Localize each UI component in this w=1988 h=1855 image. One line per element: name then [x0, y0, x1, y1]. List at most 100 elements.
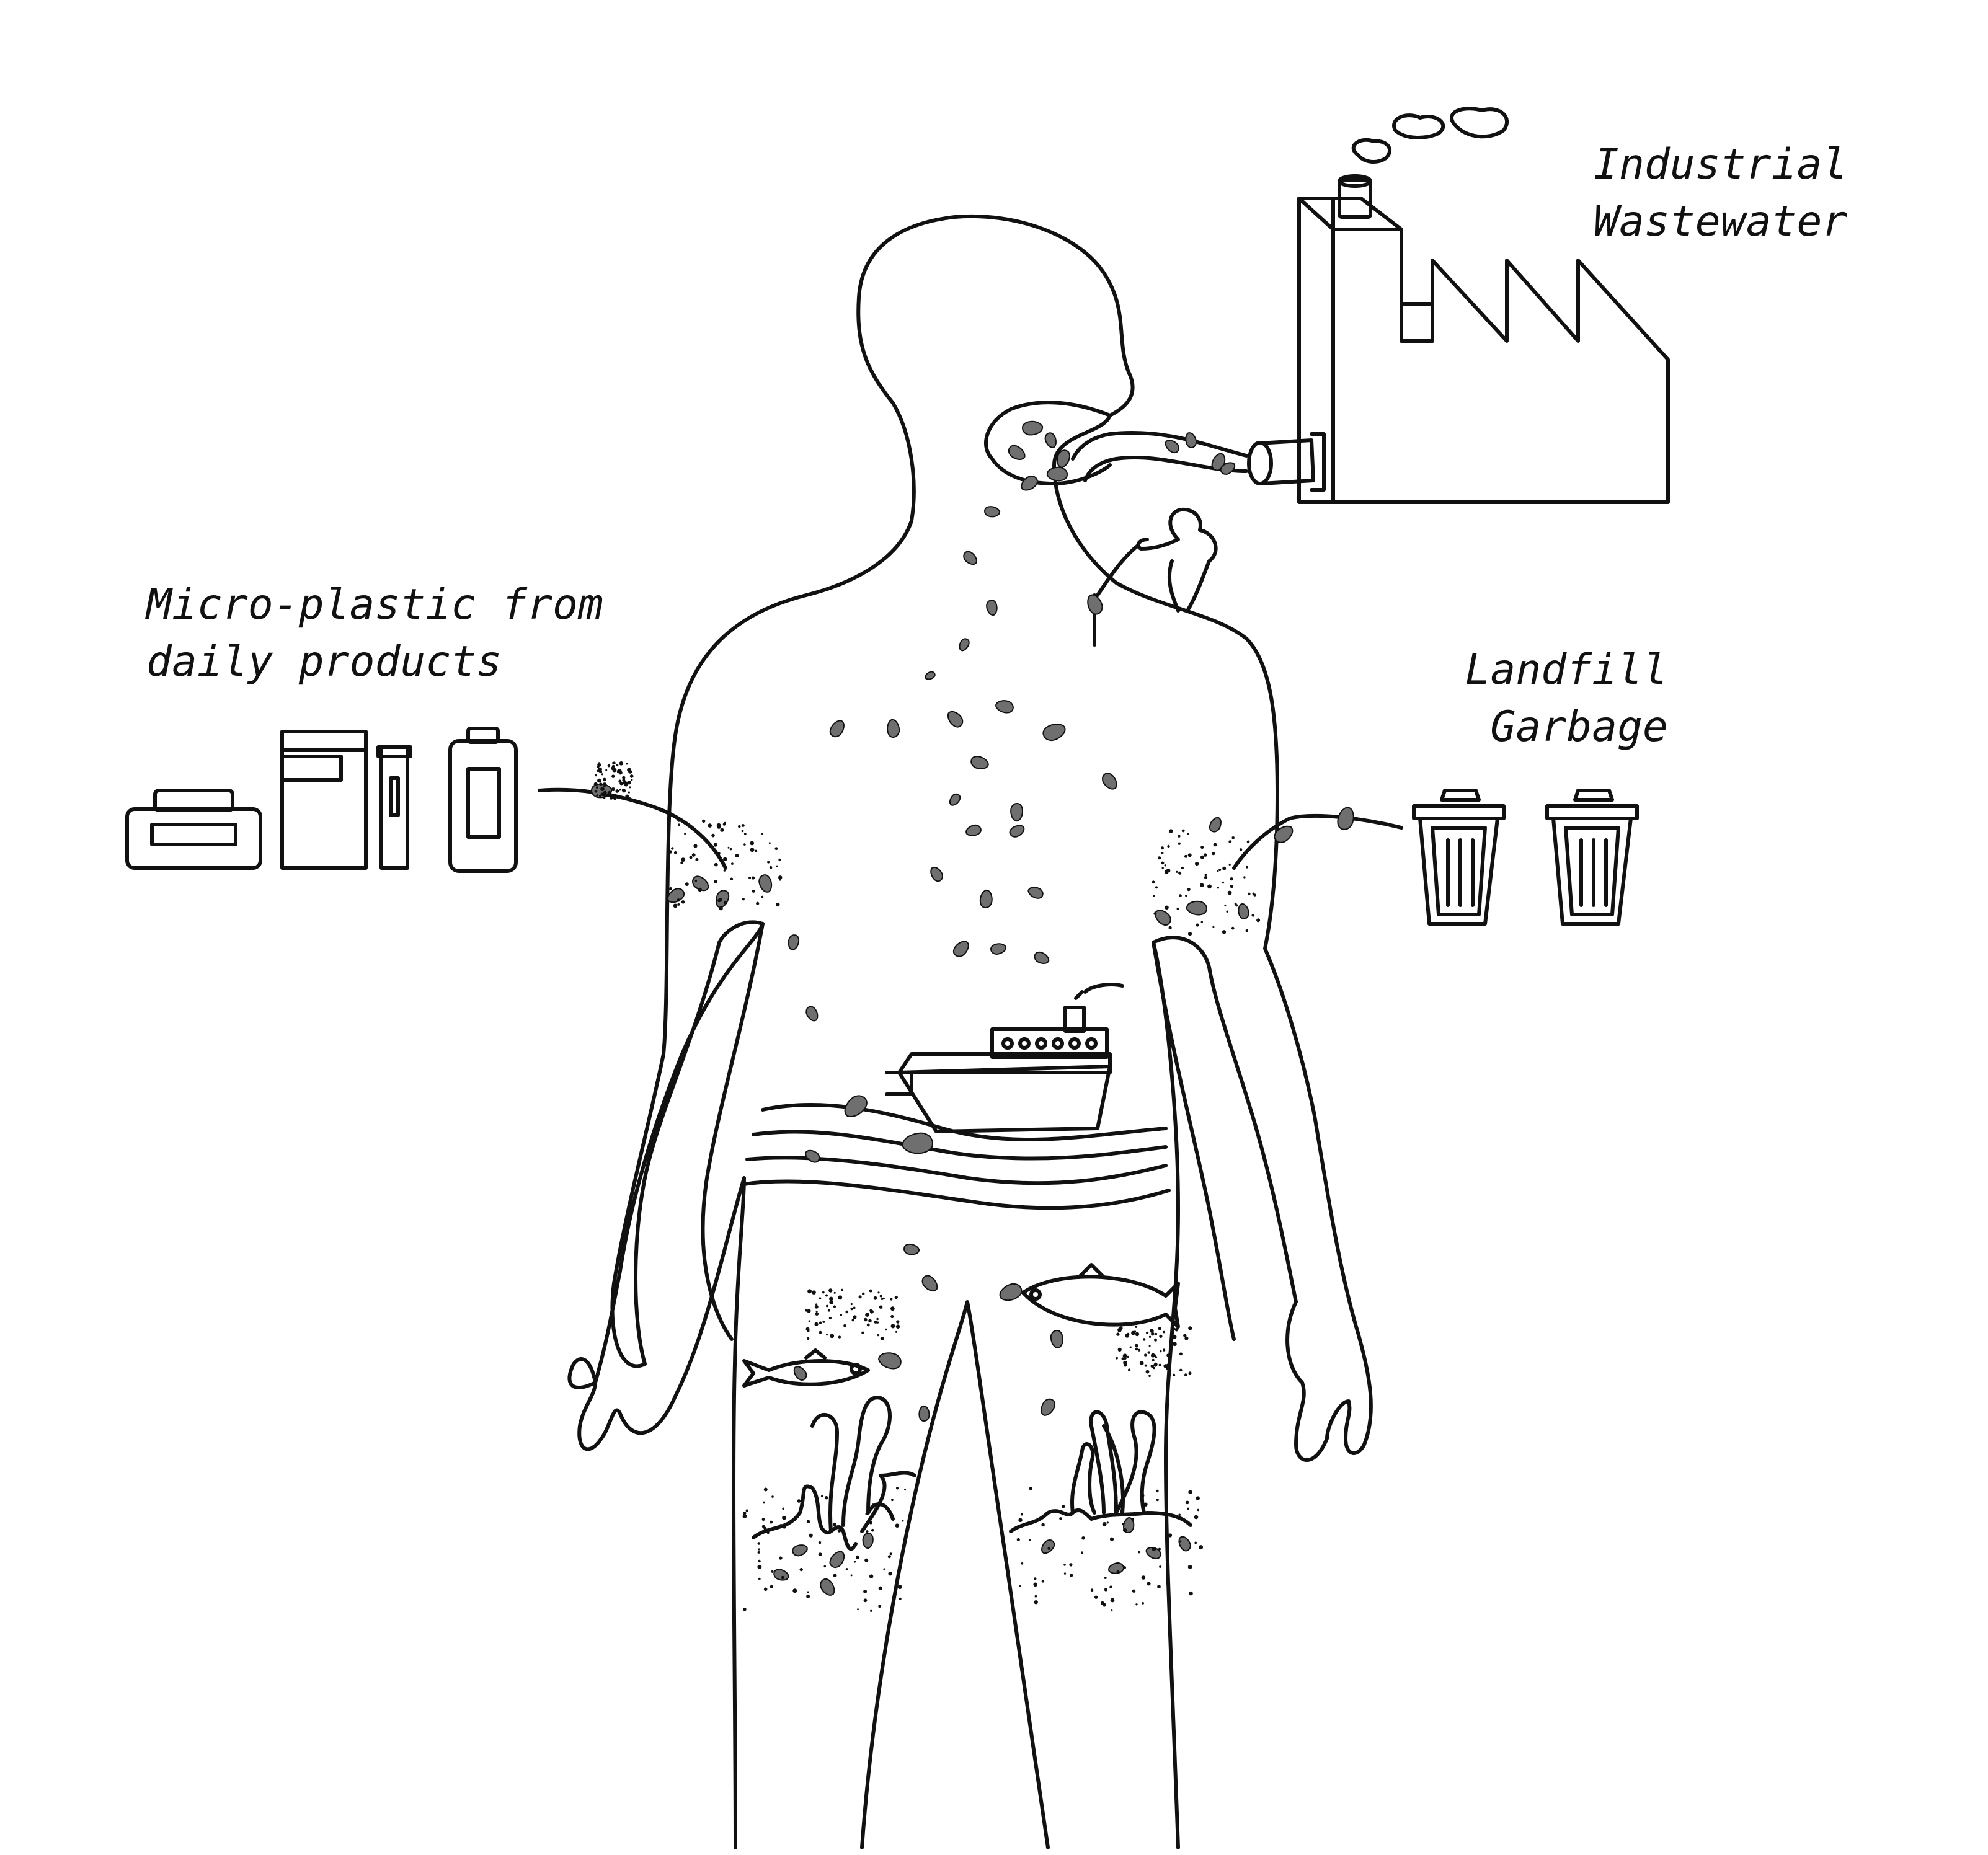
fish-icon — [742, 1348, 870, 1388]
speckle-dot — [615, 789, 619, 793]
speckle-dot — [603, 793, 607, 797]
speckle-dot — [1122, 1523, 1124, 1526]
speckle-dot — [616, 764, 619, 767]
speckle-dot — [869, 1289, 872, 1293]
speckle-dot — [879, 1305, 883, 1309]
speckle-dot — [743, 1512, 747, 1515]
speckle-dot — [757, 1542, 761, 1545]
microplastic-particle-icon — [963, 551, 977, 565]
speckle-dot — [1109, 1537, 1114, 1541]
speckle-dot — [626, 763, 628, 765]
speckle-dot — [895, 1324, 900, 1329]
speckle-dot — [1200, 855, 1205, 859]
speckle-dots — [593, 761, 1261, 1612]
speckle-dot — [1183, 1334, 1187, 1337]
speckle-dot — [754, 849, 758, 853]
speckle-dot — [1148, 1375, 1151, 1377]
speckle-dot — [1168, 926, 1172, 930]
speckle-dot — [1184, 1373, 1187, 1376]
speckle-dot — [1094, 1595, 1098, 1599]
speckle-dot — [1194, 1541, 1197, 1544]
speckle-dot — [1150, 1329, 1154, 1333]
speckle-dot — [1034, 1595, 1037, 1598]
speckle-dot — [1246, 840, 1250, 844]
speckle-dot — [876, 1317, 879, 1321]
speckle-dot — [814, 1322, 819, 1326]
speckle-dot — [825, 1496, 828, 1500]
speckle-dot — [730, 877, 734, 881]
speckle-dot — [833, 1574, 837, 1578]
microplastic-particle-icon — [773, 1569, 789, 1581]
speckle-dot — [815, 1310, 818, 1313]
speckle-dot — [1239, 848, 1243, 851]
speckle-dot — [865, 1313, 869, 1317]
label-daily-line-2: daily products — [146, 637, 502, 686]
microplastic-particle-icon — [1165, 440, 1180, 454]
speckle-dot — [776, 865, 778, 867]
smoke-cloud-icon — [1351, 107, 1509, 164]
speckle-dot — [1187, 833, 1189, 835]
speckle-dot — [782, 1507, 784, 1510]
speckle-dot — [1167, 844, 1170, 848]
speckle-dot — [1230, 877, 1233, 881]
soap-box-icon — [125, 789, 262, 870]
speckle-dot — [1189, 1591, 1193, 1596]
fish-icon — [1021, 1263, 1180, 1329]
speckle-dot — [618, 779, 622, 783]
speckle-dot — [1157, 1585, 1161, 1589]
label-industrial-line-1: Industrial — [1594, 140, 1848, 189]
microplastic-particle-icon — [1021, 420, 1044, 436]
speckle-dot — [1185, 895, 1187, 897]
microplastic-particle-icon — [1220, 462, 1236, 475]
speckle-dot — [1179, 894, 1182, 897]
speckle-dot — [1168, 1533, 1173, 1538]
speckle-dot — [863, 1598, 868, 1603]
speckle-dot — [1138, 1348, 1141, 1352]
microplastic-particle-icon — [902, 1132, 933, 1154]
speckle-dot — [668, 850, 673, 854]
speckle-dot — [1222, 866, 1227, 870]
speckle-dot — [1181, 866, 1184, 870]
speckle-dot — [1174, 1327, 1179, 1332]
speckle-dot — [832, 1523, 837, 1527]
speckle-dot — [808, 1320, 811, 1322]
speckle-dot — [598, 767, 603, 771]
speckle-dot — [627, 781, 631, 785]
speckle-dot — [603, 777, 606, 782]
speckle-dot — [713, 843, 717, 847]
speckle-dot — [678, 823, 680, 826]
speckle-dot — [890, 1324, 895, 1329]
speckle-dot — [1165, 905, 1169, 910]
speckle-dot — [1142, 1338, 1146, 1341]
cereal-box-icon — [280, 730, 368, 870]
microplastic-particle-icon — [970, 756, 989, 769]
speckle-dot — [1142, 1602, 1144, 1605]
speckle-dot — [681, 857, 686, 862]
speckle-dot — [1176, 870, 1178, 873]
speckle-dot — [719, 857, 722, 861]
speckle-dot — [1109, 1585, 1112, 1588]
speckle-dot — [774, 847, 778, 851]
speckle-dot — [761, 833, 764, 835]
speckle-dot — [763, 1587, 768, 1592]
speckle-dot — [743, 1608, 747, 1611]
speckle-dot — [600, 787, 605, 791]
speckle-dot — [779, 1524, 783, 1527]
speckle-dot — [735, 854, 739, 858]
speckle-dot — [778, 875, 783, 880]
speckle-dot — [1166, 1353, 1170, 1357]
speckle-dot — [1152, 895, 1155, 898]
speckle-dot — [782, 1525, 787, 1529]
human-body-silhouette-icon — [567, 215, 1373, 1849]
microplastic-particle-icon — [984, 506, 1001, 518]
speckle-dot — [717, 898, 721, 903]
speckle-dot — [872, 1503, 874, 1506]
microplastic-particle-icon — [1021, 476, 1038, 491]
speckle-dot — [889, 1552, 892, 1556]
trash-can-icon — [1545, 789, 1639, 926]
speckle-dot — [806, 1594, 810, 1598]
speckle-dot — [1178, 842, 1181, 845]
speckle-dot — [1150, 1365, 1153, 1368]
speckle-dot — [1155, 886, 1158, 889]
speckle-dot — [1184, 854, 1187, 858]
